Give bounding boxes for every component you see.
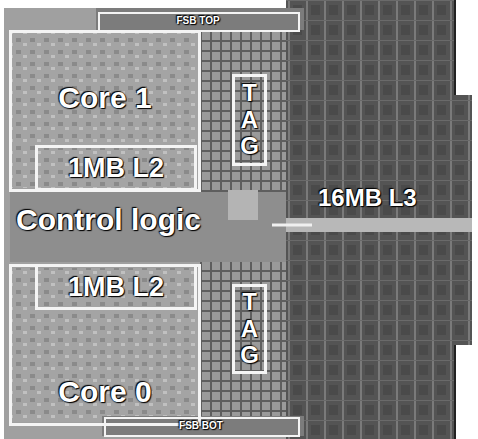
- text-area: 1MB L2: [38, 267, 194, 307]
- box-label: FSB BOT: [179, 421, 223, 431]
- cache-box: 1MB L2: [35, 145, 197, 191]
- region-label: 16MB L3: [318, 186, 417, 210]
- region-label: Control logic: [16, 205, 201, 235]
- box-label: 1MB L2: [68, 274, 164, 301]
- text-area: Core 0: [12, 367, 198, 417]
- tag-label: TAG: [238, 80, 262, 159]
- bus-strip: FSB BOT: [104, 417, 300, 437]
- tag-box: TAG: [232, 74, 267, 166]
- text-area: Core 1: [12, 73, 198, 123]
- tag-box: TAG: [232, 284, 267, 374]
- box-label: 1MB L2: [68, 155, 164, 182]
- text-area: FSB BOT: [106, 419, 296, 433]
- box-label: Core 0: [58, 377, 151, 407]
- text-area: FSB TOP: [100, 14, 296, 28]
- core-region: Core 0 1MB L2: [9, 264, 201, 426]
- box-label: FSB TOP: [176, 16, 219, 26]
- cache-box: 1MB L2: [35, 264, 197, 310]
- text-area: TAG: [235, 287, 264, 371]
- tag-label: TAG: [238, 289, 262, 368]
- core-region: Core 1 1MB L2: [9, 30, 201, 192]
- text-area: 1MB L2: [38, 148, 194, 188]
- text-area: TAG: [235, 77, 264, 163]
- box-label: Core 1: [58, 83, 151, 113]
- bus-strip: FSB TOP: [98, 12, 300, 32]
- leader-line: [272, 224, 312, 227]
